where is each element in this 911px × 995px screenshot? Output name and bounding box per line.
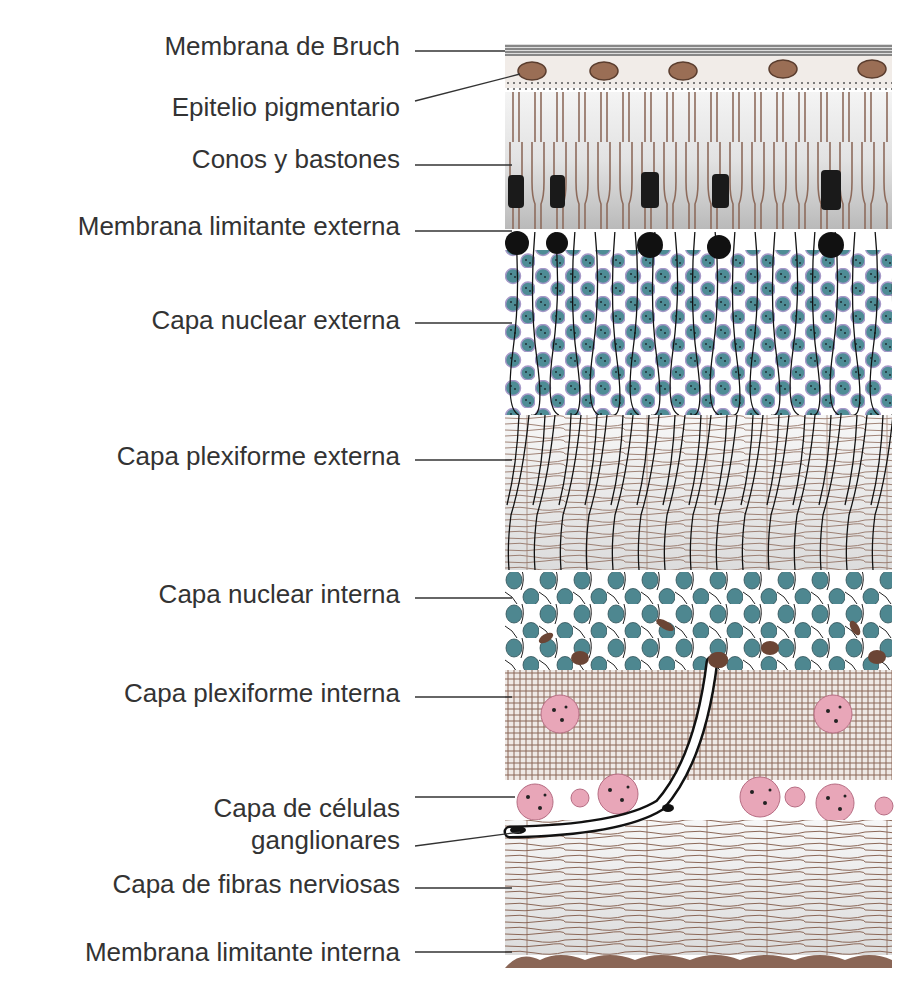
- axon-core: [510, 662, 712, 832]
- outer-nuclear-band: [505, 232, 892, 415]
- layer-label: Membrana limitante externa: [0, 210, 400, 242]
- layer-label: Capa plexiforme interna: [0, 677, 400, 709]
- cone-bodies: [508, 170, 841, 210]
- pigment-nuclei: [518, 60, 886, 80]
- inner-limiting-membrane: [505, 955, 892, 968]
- cone-nuclei: [505, 231, 844, 259]
- axon-outline: [510, 662, 712, 832]
- receptor-fibers: [505, 232, 892, 415]
- outer-plexiform-fibers: [505, 415, 892, 570]
- layer-label: Membrana de Bruch: [0, 30, 400, 62]
- amacrine-nuclei: [537, 617, 886, 668]
- layer-label: Capa nuclear externa: [0, 304, 400, 336]
- layer-label: Capa de fibras nerviosas: [0, 868, 400, 900]
- ganglion-granules: [526, 786, 847, 812]
- photoreceptor-segments: [505, 92, 892, 230]
- photoreceptor-band: [505, 92, 892, 230]
- layer-label: Epitelio pigmentario: [0, 91, 400, 123]
- pigment-granules: [505, 80, 892, 92]
- synaptic-fibers: [505, 415, 892, 570]
- bruch-band: [505, 44, 892, 56]
- layer-label: Capa nuclear interna: [0, 578, 400, 610]
- ganglion-cells: [517, 774, 893, 822]
- inner-nuclear-band: [505, 570, 892, 670]
- muller-nucleus: [708, 652, 728, 668]
- outer-limiting-membrane: [505, 229, 892, 232]
- leader-lines: [415, 51, 520, 952]
- layer-label: Capa plexiforme externa: [0, 440, 400, 472]
- nerve-fibers: [505, 820, 892, 955]
- layer-label: Capa de células ganglionares: [160, 792, 400, 856]
- layer-label: Conos y bastones: [0, 143, 400, 175]
- outer-plexiform-band: [505, 415, 892, 570]
- bipolar-nuclei: [505, 572, 892, 670]
- axon-node: [662, 804, 674, 812]
- bruch-lines: [505, 46, 892, 55]
- layer-label: Membrana limitante interna: [0, 936, 400, 968]
- nerve-fiber-band: [505, 820, 892, 955]
